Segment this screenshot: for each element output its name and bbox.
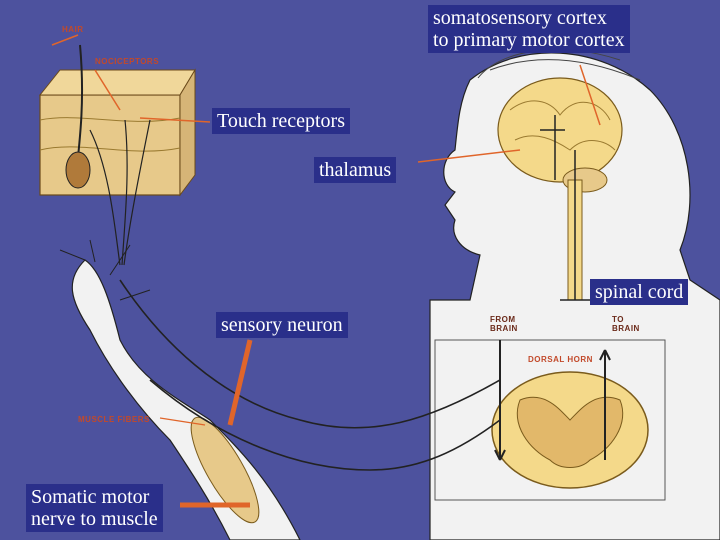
thalamus-label: thalamus xyxy=(314,157,397,183)
pointer-thalamus xyxy=(417,149,521,163)
muscle-fibers-label: MUSCLE FIBERS xyxy=(78,415,150,424)
hair-label: HAIR xyxy=(62,25,84,34)
brain-pathways xyxy=(540,115,576,300)
to-brain-label: TO BRAIN xyxy=(612,315,640,333)
arm-nerve xyxy=(119,279,501,429)
touch-receptors-label: Touch receptors xyxy=(212,108,350,134)
grey-matter xyxy=(516,396,624,468)
somatic-motor-nerve-label: Somatic motor nerve to muscle xyxy=(26,484,163,532)
pointer-hair xyxy=(51,34,79,46)
pointer-muscle xyxy=(159,417,206,426)
motor-nerve xyxy=(149,379,501,471)
descending-pathway xyxy=(494,340,506,461)
ascending-pathway xyxy=(599,349,611,460)
skin-side xyxy=(179,68,196,197)
dorsal-horn-label: DORSAL HORN xyxy=(528,355,593,364)
pointer-touch xyxy=(139,117,211,123)
hair-follicle xyxy=(65,151,91,189)
skin-top xyxy=(38,69,196,96)
somatosensory-cortex-label: somatosensory cortex to primary motor co… xyxy=(428,5,630,53)
nociceptors-label: NOCICEPTORS xyxy=(95,57,160,66)
brain-folds xyxy=(509,100,616,151)
from-brain-label: FROM BRAIN xyxy=(490,315,518,333)
skin-block xyxy=(39,94,181,196)
skin-layers xyxy=(39,117,181,152)
nerve-fibers xyxy=(89,119,151,266)
sensory-neuron-label: sensory neuron xyxy=(216,312,348,338)
hand-fingers xyxy=(59,239,151,301)
spinal-cord-label: spinal cord xyxy=(590,279,689,305)
muscle-fibers xyxy=(190,416,260,524)
pointer-cortex xyxy=(579,64,601,126)
pointer-sensory xyxy=(227,339,253,426)
pointer-nociceptors xyxy=(94,69,121,111)
